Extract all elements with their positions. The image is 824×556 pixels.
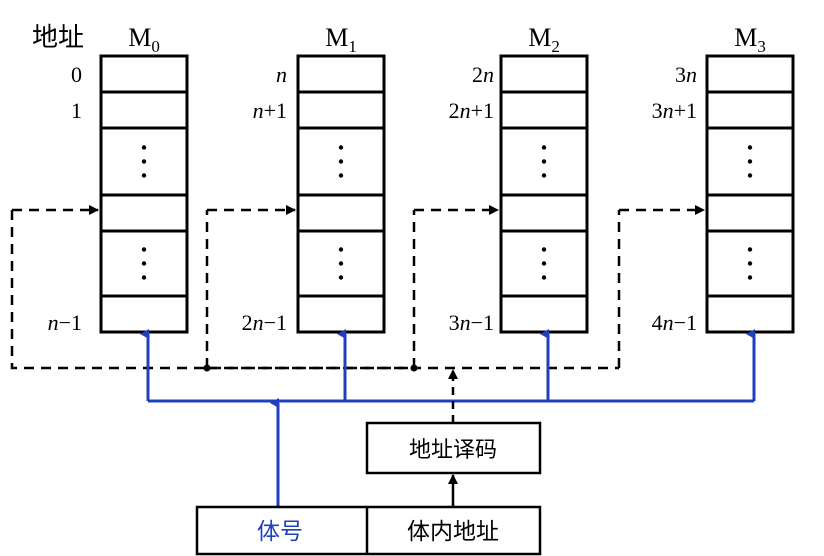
cell-address-label: 2n+1 bbox=[449, 98, 494, 123]
junction-dot bbox=[203, 364, 211, 372]
ellipsis-dot bbox=[338, 261, 344, 266]
cell-address-label: n bbox=[276, 62, 287, 87]
module-title: M2 bbox=[528, 23, 560, 56]
ellipsis-dot bbox=[141, 261, 147, 266]
ellipsis-dot bbox=[338, 159, 344, 164]
cell-address-label: n−1 bbox=[48, 310, 82, 335]
ellipsis-dot bbox=[747, 173, 753, 178]
cell-address-label: 2n bbox=[472, 62, 494, 87]
ellipsis-dot bbox=[141, 173, 147, 178]
module-title: M1 bbox=[325, 23, 357, 56]
bank-number-field: 体号 bbox=[257, 519, 303, 545]
module-title-name: M bbox=[734, 23, 757, 52]
ellipsis-dot bbox=[747, 145, 753, 150]
ellipsis-dot bbox=[541, 173, 547, 178]
memory-module-3: M3 3n 3n+1 4n−1 bbox=[652, 23, 795, 335]
ellipsis-dot bbox=[747, 247, 753, 252]
bank-select-bus bbox=[140, 329, 756, 507]
ellipsis-dot bbox=[541, 261, 547, 266]
address-decoder-label: 地址译码 bbox=[409, 438, 497, 463]
cell-address-label: 3n+1 bbox=[652, 98, 697, 123]
module-title-subscript: 2 bbox=[551, 37, 560, 56]
ellipsis-dot bbox=[338, 173, 344, 178]
module-title-name: M bbox=[128, 23, 151, 52]
address-register-box bbox=[195, 505, 542, 556]
ellipsis-dot bbox=[747, 261, 753, 266]
cell-address-label: 0 bbox=[71, 62, 82, 87]
module-title-subscript: 1 bbox=[348, 37, 357, 56]
ellipsis-dot bbox=[141, 275, 147, 280]
module-title-subscript: 0 bbox=[151, 37, 160, 56]
ellipsis-dot bbox=[541, 159, 547, 164]
ellipsis-dot bbox=[541, 247, 547, 252]
ellipsis-dot bbox=[747, 159, 753, 164]
ellipsis-dot bbox=[141, 159, 147, 164]
module-title-name: M bbox=[325, 23, 348, 52]
ellipsis-dot bbox=[338, 247, 344, 252]
cell-address-label: 3n bbox=[675, 62, 697, 87]
ellipsis-dot bbox=[338, 275, 344, 280]
memory-module-2: M2 2n 2n+1 3n−1 bbox=[449, 23, 589, 335]
in-bank-address-field: 体内地址 bbox=[407, 519, 499, 545]
ellipsis-dot bbox=[141, 247, 147, 252]
cell-address-label: 4n−1 bbox=[652, 310, 697, 335]
ellipsis-dot bbox=[541, 275, 547, 280]
cell-address-label: 3n−1 bbox=[449, 310, 494, 335]
ellipsis-dot bbox=[141, 145, 147, 150]
memory-module-1: M1 n n+1 2n−1 bbox=[242, 23, 386, 335]
cell-address-label: 1 bbox=[71, 98, 82, 123]
module-title: M0 bbox=[128, 23, 160, 56]
module-title-name: M bbox=[528, 23, 551, 52]
ellipsis-dot bbox=[747, 275, 753, 280]
junction-dot bbox=[410, 364, 418, 372]
cell-address-label: n+1 bbox=[253, 98, 287, 123]
module-title-subscript: 3 bbox=[757, 37, 766, 56]
ellipsis-dot bbox=[338, 145, 344, 150]
address-decoder-box bbox=[365, 421, 542, 475]
ellipsis-dot bbox=[541, 145, 547, 150]
address-column-header: 地址 bbox=[32, 23, 84, 53]
module-title: M3 bbox=[734, 23, 766, 56]
cell-address-label: 2n−1 bbox=[242, 310, 287, 335]
